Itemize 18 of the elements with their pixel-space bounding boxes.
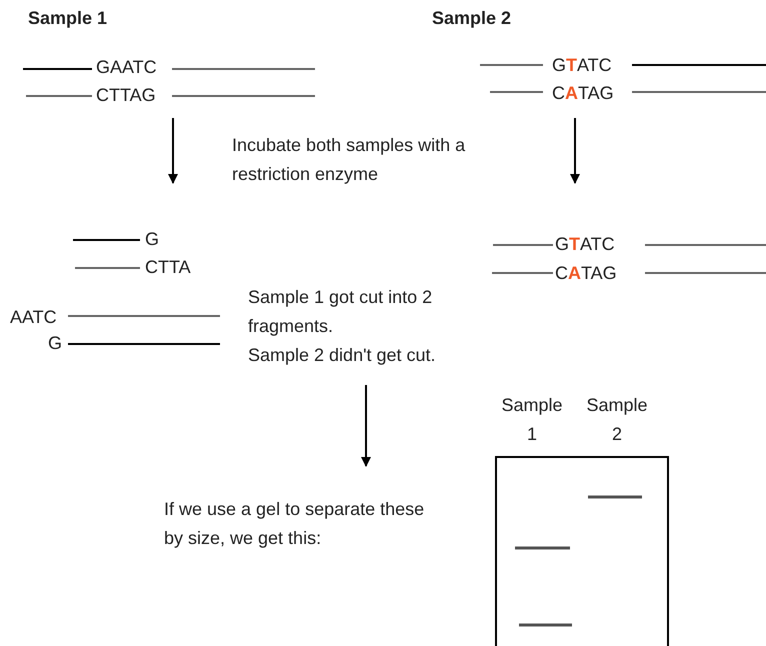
dna-sequence: CTTAG [96,84,156,107]
lane-label: Sample 2 [585,394,649,446]
dna-sequence: GTATC [552,54,612,77]
step-note: Incubate both samples with a restriction enzyme [232,134,466,186]
step-note: Sample 1 got cut into 2 fragments. [248,286,434,338]
step-note: If we use a gel to separate these by size, we get this: [164,498,426,550]
dna-sequence: G [48,332,62,355]
dna-sequence: GAATC [96,56,157,79]
sample-heading: Sample 1 [28,7,108,30]
dna-sequence: AATC [10,306,57,329]
dna-sequence: CTTA [145,256,191,279]
step-note: Sample 2 didn't get cut. [248,344,436,367]
dna-sequence: CATAG [552,82,614,105]
sample-heading: Sample 2 [432,7,512,30]
dna-sequence: G [145,228,160,251]
dna-sequence: GTATC [555,233,615,256]
lane-label: Sample 1 [500,394,564,446]
dna-sequence: CATAG [555,262,617,285]
